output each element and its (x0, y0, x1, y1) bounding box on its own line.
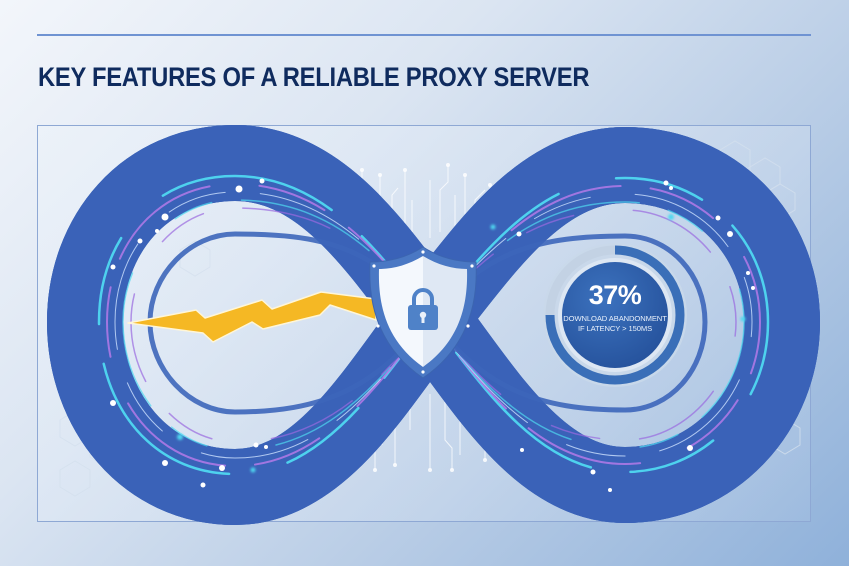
padlock-icon (408, 288, 438, 330)
gauge-caption-line2: IF LATENCY > 150MS (577, 324, 653, 333)
top-divider (37, 34, 811, 36)
shield-lock-icon (369, 246, 477, 379)
lightning-bolt-icon (127, 291, 377, 343)
gauge-caption-line1: DOWNLOAD ABANDONMENT (563, 314, 667, 323)
gauge-value: 37% (588, 280, 642, 310)
page-title: KEY FEATURES OF A RELIABLE PROXY SERVER (38, 62, 590, 92)
latency-gauge (543, 243, 687, 387)
gauge-label: 37% DOWNLOAD ABANDONMENT IF LATENCY > 15… (543, 280, 687, 334)
node-dots (110, 178, 755, 492)
